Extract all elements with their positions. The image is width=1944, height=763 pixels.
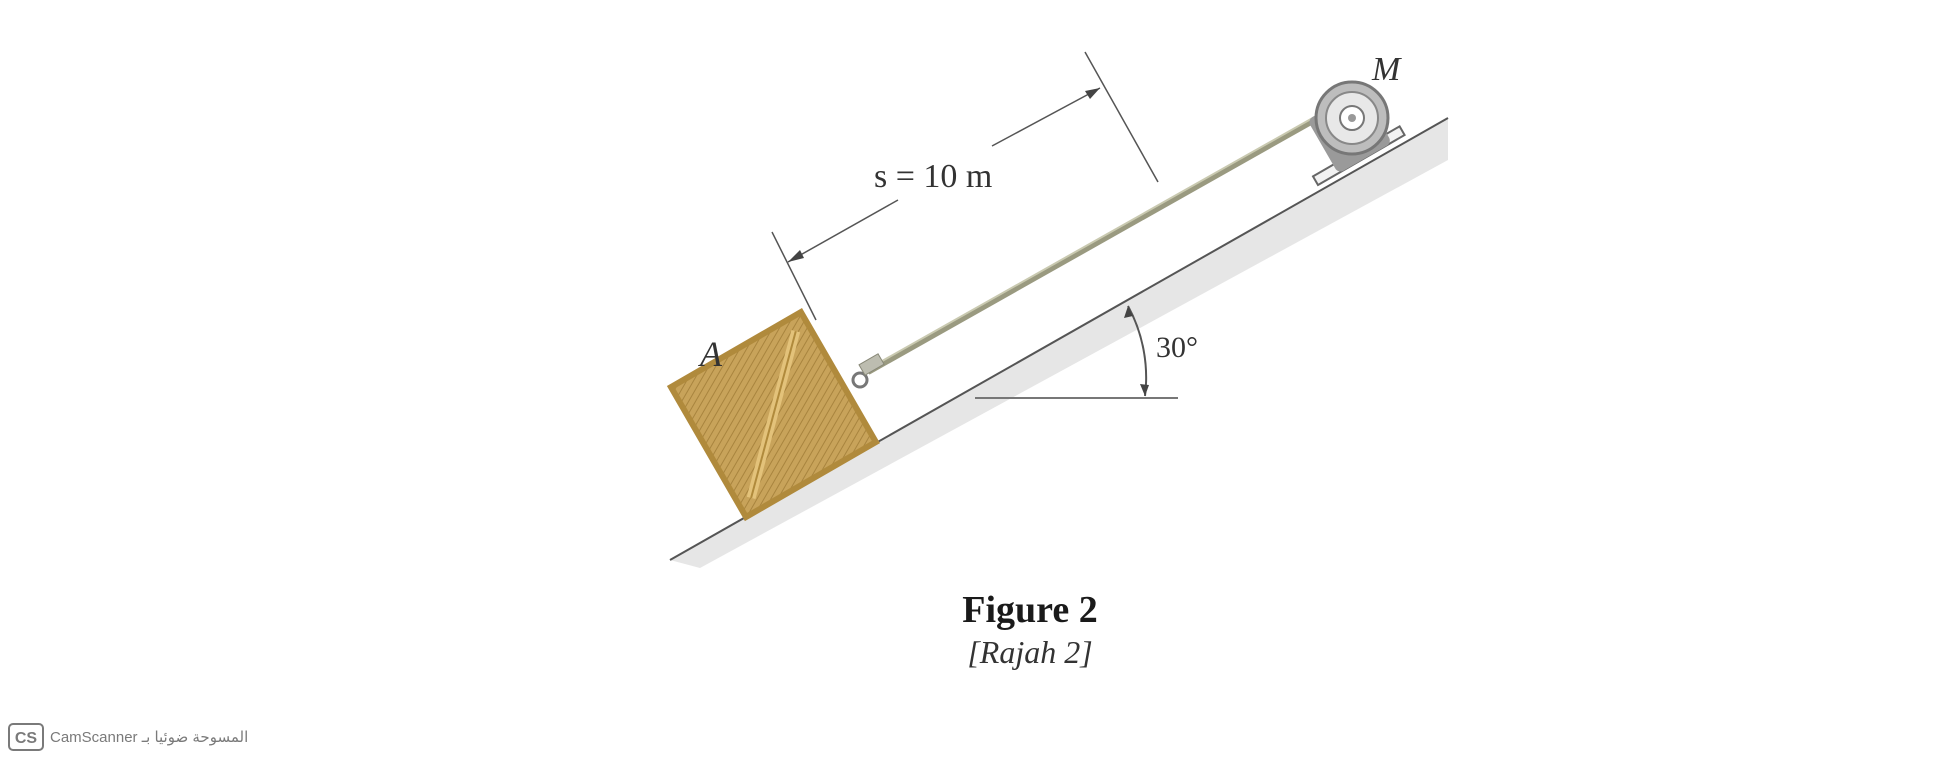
camscanner-logo-icon: CS [8, 723, 44, 751]
motor [1309, 80, 1390, 172]
label-distance: s = 10 m [874, 158, 992, 195]
rope [866, 115, 1320, 375]
label-mass-a: A [698, 334, 723, 374]
dimension-arrow-left [788, 250, 804, 262]
angle-arc-arrow-top [1124, 306, 1133, 318]
dimension-line-right [991, 87, 1101, 147]
dimension-line-left [787, 199, 899, 263]
crate [666, 307, 881, 522]
hook-shackle [858, 353, 885, 376]
dimension-arrow-right [1085, 88, 1100, 99]
hook-ring [851, 371, 869, 389]
camscanner-watermark: CS CamScanner المسوحة ضوئيا بـ [8, 722, 248, 752]
label-angle: 30° [1156, 331, 1198, 364]
figure-caption-title: Figure 2 [962, 589, 1098, 631]
rope-highlight [867, 114, 1319, 370]
label-motor-m: M [1371, 51, 1402, 88]
svg-text:CS: CS [15, 730, 38, 747]
angle-arc-arrow-bottom [1140, 384, 1149, 396]
figure-caption-subtitle: [Rajah 2] [967, 634, 1093, 670]
watermark-text: CamScanner المسوحة ضوئيا بـ [50, 729, 249, 746]
incline-ground [670, 118, 1448, 568]
dimension-extension-right [1084, 51, 1159, 183]
dimension-extension-left [771, 231, 817, 321]
